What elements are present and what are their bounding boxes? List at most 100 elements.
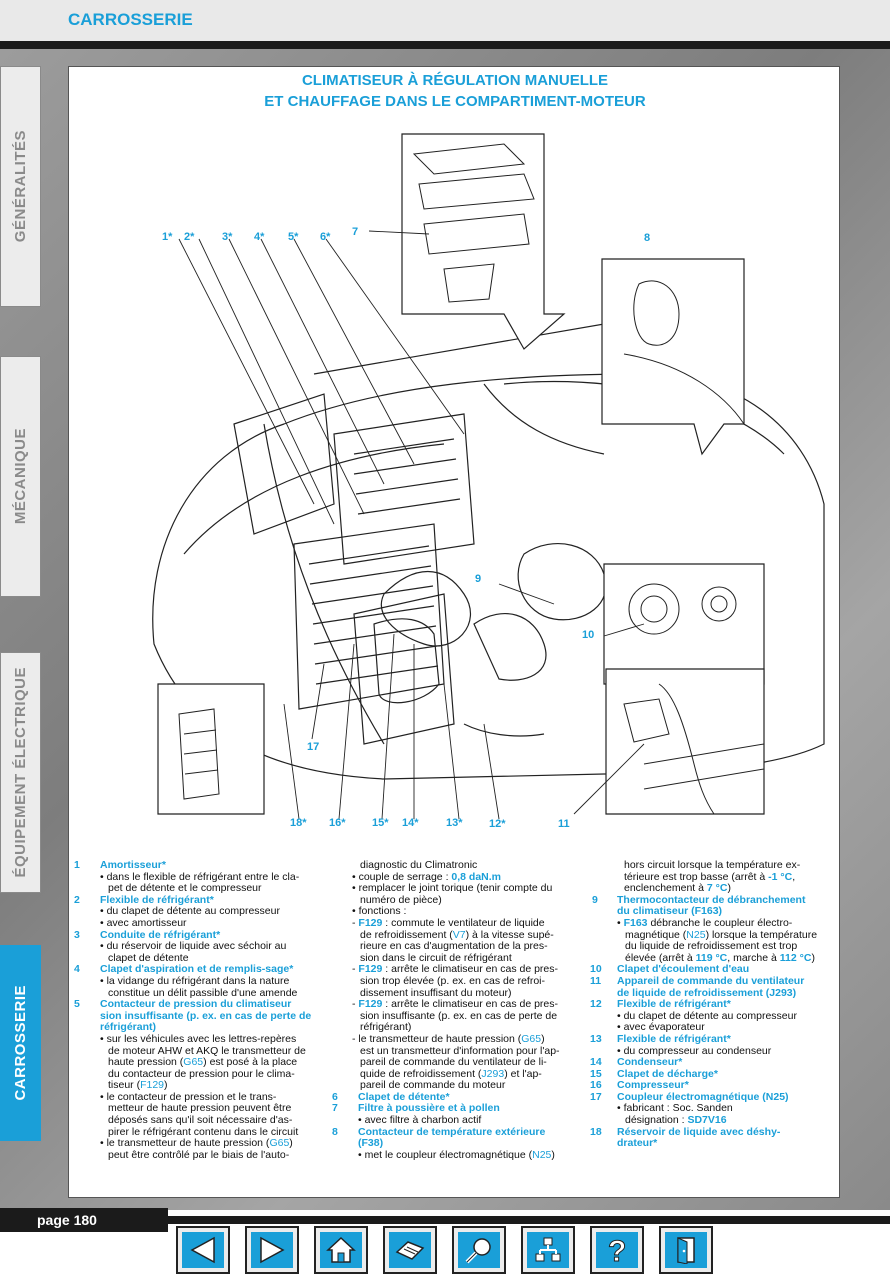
tab-carrosserie-label: CARROSSERIE xyxy=(12,985,29,1101)
exit-button[interactable] xyxy=(659,1226,713,1274)
header-bar xyxy=(0,0,890,42)
legend-text: haute pression (G65) est posé à la place xyxy=(108,1056,298,1069)
footer-rule xyxy=(0,1216,890,1224)
legend-heading: réfrigérant) xyxy=(100,1021,157,1034)
svg-text:?: ? xyxy=(608,1235,626,1267)
legend-text: de refroidissement (V7) à la vitesse sup… xyxy=(360,928,554,941)
callout-17: 17 xyxy=(307,741,319,753)
callout-16: 16* xyxy=(329,817,346,829)
header-rule xyxy=(0,41,890,49)
legend-text: de moteur AHW et AKQ le transmetteur de xyxy=(108,1044,306,1057)
section-title: CARROSSERIE xyxy=(68,10,193,29)
legend-text: • met le coupleur électromagnétique (N25… xyxy=(358,1148,555,1161)
tab-generalites[interactable]: GÉNÉRALITÉS xyxy=(0,66,41,307)
tab-mecanique-label: MÉCANIQUE xyxy=(12,428,29,525)
home-button[interactable] xyxy=(314,1226,368,1274)
legend-text: enclenchement à 7 °C) xyxy=(624,882,731,895)
legend-text: quide de refroidissement (J293) et l'ap- xyxy=(360,1067,542,1080)
legend-text: sion dans le circuit de réfrigérant xyxy=(360,951,512,964)
legend-text: diagnostic du Climatronic xyxy=(360,859,478,871)
callout-18: 18* xyxy=(290,817,307,829)
legend-text: pareil de commande du moteur xyxy=(360,1079,506,1092)
callout-12: 12* xyxy=(489,818,506,830)
legend-text: metteur de haute pression peuvent être xyxy=(108,1102,292,1115)
legend-heading: drateur* xyxy=(617,1137,658,1150)
home-icon xyxy=(326,1236,356,1263)
legend-heading: sion insuffisante (p. ex. en cas de pert… xyxy=(100,1009,312,1022)
legend-text: du contacteur de pression pour le clima- xyxy=(108,1067,295,1080)
legend-text: déposés sans qu'il soit nécessaire d'as- xyxy=(108,1114,293,1127)
legend-text: • remplacer le joint torique (tenir comp… xyxy=(352,882,553,895)
help-icon: ? xyxy=(608,1235,627,1268)
legend-column-3: hors circuit lorsque la température ex- … xyxy=(590,859,835,1150)
print-icon xyxy=(395,1241,425,1260)
legend-text: numéro de pièce) xyxy=(360,893,442,906)
page-title-line2: ET CHAUFFAGE DANS LE COMPARTIMENT-MOTEUR xyxy=(264,93,646,110)
tab-generalites-label: GÉNÉRALITÉS xyxy=(12,130,29,243)
callout-9: 9 xyxy=(475,573,481,585)
legend-text: • du réservoir de liquide avec séchoir a… xyxy=(100,940,287,953)
exit-icon xyxy=(677,1237,695,1264)
legend-text: sion insuffisante (p. ex. en cas de pert… xyxy=(360,1009,558,1022)
legend-text: • du compresseur au condenseur xyxy=(617,1044,772,1057)
legend-text: pirer le réfrigérant contenu dans le cir… xyxy=(108,1125,299,1138)
contents-button[interactable] xyxy=(521,1226,575,1274)
legend-text: désignation : SD7V16 xyxy=(625,1114,727,1127)
print-button[interactable] xyxy=(383,1226,437,1274)
legend-text: • du clapet de détente au compresseur xyxy=(617,1009,797,1022)
legend-heading: (F38) xyxy=(358,1137,384,1150)
legend-text: • couple de serrage : 0,8 daN.m xyxy=(352,870,502,883)
legend-text: - F129 : commute le ventilateur de liqui… xyxy=(352,916,545,929)
search-button[interactable] xyxy=(452,1226,506,1274)
tab-mecanique[interactable]: MÉCANIQUE xyxy=(0,356,41,597)
legend-text: sion trop élevée (p. ex. en cas de refro… xyxy=(360,974,546,987)
legend-text: hors circuit lorsque la température ex- xyxy=(624,859,801,871)
legend-text: pareil de commande du ventilateur de li- xyxy=(360,1056,547,1069)
callout-4: 4* xyxy=(254,231,265,243)
legend-heading: de liquide de refroidissement (J293) xyxy=(617,986,797,999)
callout-14: 14* xyxy=(402,817,419,829)
tab-carrosserie[interactable]: CARROSSERIE xyxy=(0,945,41,1141)
legend-text: dissement insuffisant du moteur) xyxy=(360,986,512,999)
previous-page-button[interactable] xyxy=(176,1226,230,1274)
legend-text: peut être contrôlé par le biais de l'aut… xyxy=(108,1148,290,1161)
legend-text: • avec amortisseur xyxy=(100,916,187,929)
callout-2: 2* xyxy=(184,231,195,243)
legend-text: • fonctions : xyxy=(352,905,407,918)
callout-13: 13* xyxy=(446,817,463,829)
page-title-line1: CLIMATISEUR À RÉGULATION MANUELLE xyxy=(301,72,609,89)
legend-text: rieure en cas d'augmentation de la pres- xyxy=(360,940,548,953)
tab-equipement-label: ÉQUIPEMENT ÉLECTRIQUE xyxy=(12,667,29,878)
callout-11: 11 xyxy=(558,818,570,830)
help-button[interactable]: ? xyxy=(590,1226,644,1274)
legend-text: est un transmetteur d'information pour l… xyxy=(360,1044,560,1057)
legend-text: - le transmetteur de haute pression (G65… xyxy=(352,1032,545,1045)
next-page-button[interactable] xyxy=(245,1226,299,1274)
legend-text: • la vidange du réfrigérant dans la natu… xyxy=(100,974,290,987)
legend-text: - F129 : arrête le climatiseur en cas de… xyxy=(352,963,559,976)
callout-6: 6* xyxy=(320,231,331,243)
engine-compartment-illustration: 1* 2* 3* 4* 5* 6* 7 8 9 10 11 17 18* 16*… xyxy=(152,133,825,830)
legend-column-2: diagnostic du Climatronic • couple de se… xyxy=(332,859,577,1161)
page-number: page 180 xyxy=(37,1212,97,1228)
callout-15: 15* xyxy=(372,817,389,829)
legend-text: térieure est trop basse (arrêt à -1 °C, xyxy=(624,870,796,883)
legend-text: tiseur (F129) xyxy=(108,1079,168,1092)
legend-text: • avec évaporateur xyxy=(617,1021,705,1034)
legend-text: • le contacteur de pression et le trans- xyxy=(100,1090,277,1103)
legend-text: • du clapet de détente au compresseur xyxy=(100,905,280,918)
tab-equipement-electrique[interactable]: ÉQUIPEMENT ÉLECTRIQUE xyxy=(0,652,41,893)
